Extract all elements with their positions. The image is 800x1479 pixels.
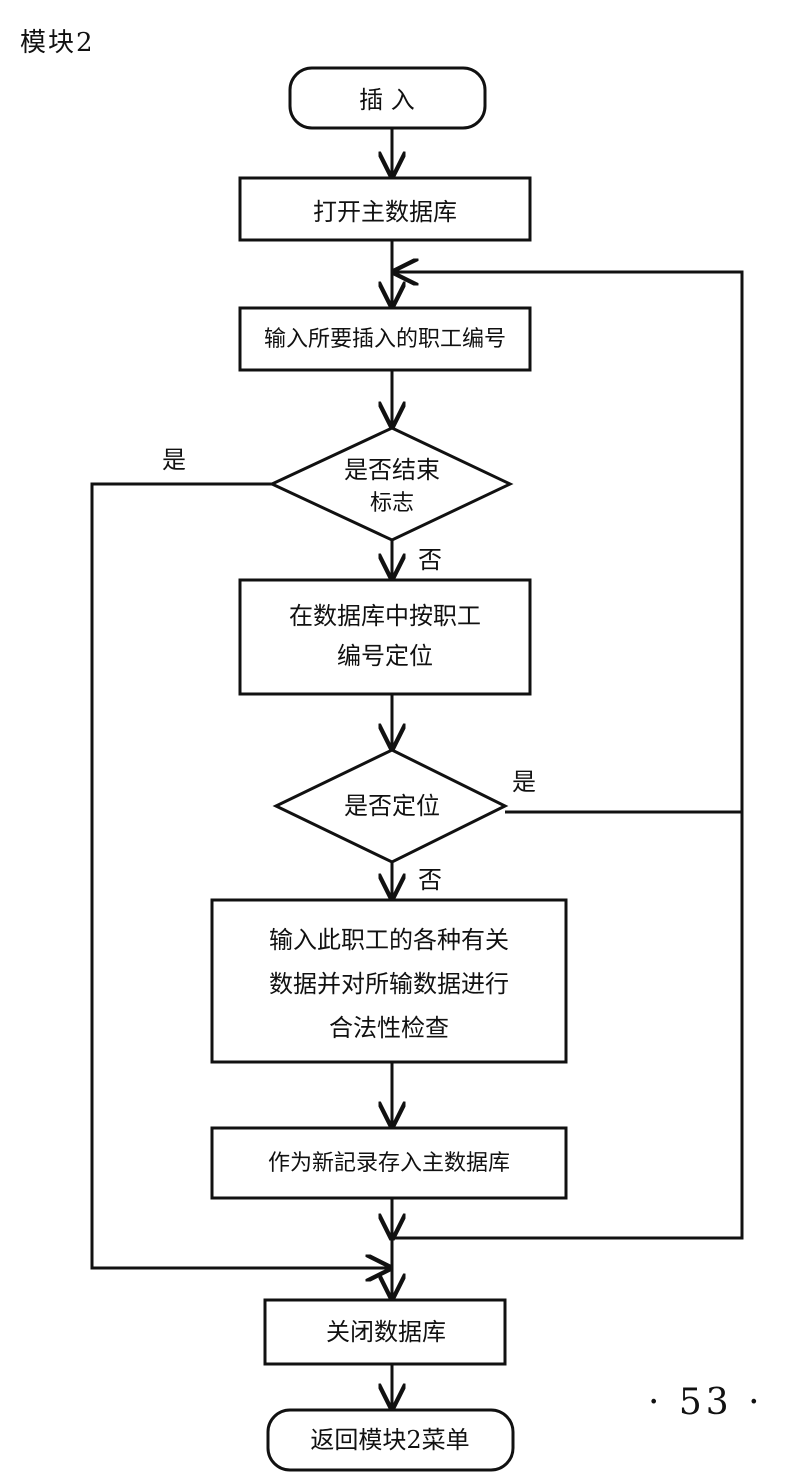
locate-line-1: 在数据库中按职工: [289, 602, 481, 630]
start-label: 插 入: [359, 86, 415, 114]
locate-line-2: 编号定位: [337, 642, 433, 670]
branch-located-yes: 是: [512, 768, 536, 796]
end-label: 返回模块2菜单: [310, 1426, 469, 1454]
connector-located-yes: [394, 272, 744, 814]
close-db-label: 关闭数据库: [326, 1318, 446, 1346]
module-label: 模块2: [20, 28, 95, 58]
branch-located-no: 否: [418, 866, 442, 894]
branch-end-yes: 是: [162, 446, 186, 474]
connector-endcheck-yes: [90, 482, 390, 1268]
locate-box: [238, 578, 532, 696]
page-number: · 53 ·: [648, 1382, 764, 1423]
located-check-label: 是否定位: [344, 792, 440, 820]
end-check-line-1: 是否结束: [344, 456, 440, 484]
end-check-line-2: 标志: [370, 491, 414, 516]
branch-end-no: 否: [418, 546, 442, 574]
open-db-label: 打开主数据库: [313, 198, 457, 226]
start-terminal: [288, 66, 487, 130]
end-check-diamond: [268, 426, 514, 542]
input-data-line-2: 数据并对所输数据进行: [269, 970, 509, 998]
input-data-line-1: 输入此职工的各种有关: [269, 926, 509, 954]
input-data-line-3: 合法性检查: [329, 1014, 449, 1042]
input-id-label: 输入所要插入的职工编号: [264, 327, 506, 352]
connector-save-loop: [392, 812, 744, 1240]
save-record-label: 作为新記录存入主数据库: [268, 1151, 510, 1176]
